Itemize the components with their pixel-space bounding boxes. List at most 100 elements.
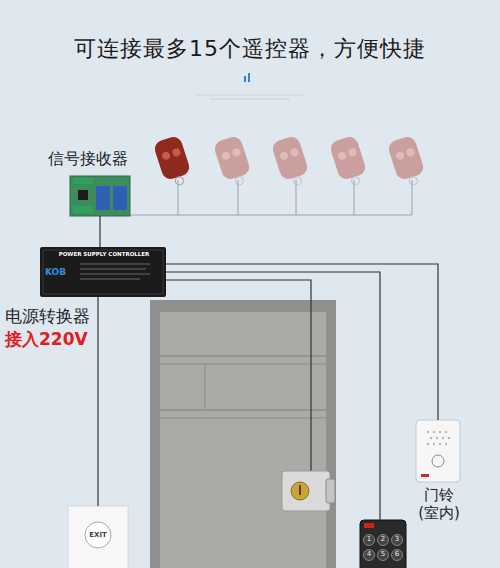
spec-line (80, 279, 140, 280)
door-frame (150, 300, 336, 568)
remote-button (171, 147, 181, 157)
remote-body (153, 135, 192, 182)
key-ring (350, 176, 360, 186)
exit-button: EXIT (68, 506, 128, 568)
remote-button (231, 147, 241, 157)
doorbell-unit (416, 420, 460, 482)
power-controller-box (40, 247, 166, 297)
key-button (378, 550, 389, 561)
key-button (378, 535, 389, 546)
remote-button (221, 151, 231, 161)
controller-bezel (43, 250, 163, 294)
door-groove (205, 364, 206, 410)
key-ring (292, 176, 302, 186)
ornament-bar (248, 73, 250, 82)
key-digit: 2 (378, 535, 388, 543)
remote-control (213, 135, 254, 189)
brand-mark (364, 523, 374, 528)
remote-button (279, 151, 289, 161)
remote-control (153, 135, 194, 189)
ornament-bar (244, 76, 246, 82)
brand-mark (421, 474, 429, 477)
title-ornament (195, 73, 305, 99)
spec-line (80, 269, 146, 270)
speaker-hole (448, 437, 450, 439)
bell-icon (432, 455, 444, 467)
keypad-case (360, 520, 406, 568)
title: 可连接最多15个遥控器，方便快捷 (0, 34, 500, 64)
remote-button (347, 147, 357, 157)
door-groove (160, 355, 326, 357)
lock-wire-path (166, 280, 311, 472)
remote-body (271, 135, 310, 182)
remote-wires (130, 180, 412, 215)
door-leaf (160, 312, 326, 568)
remote-button (337, 151, 347, 161)
wire (99, 216, 100, 247)
key-button (364, 535, 375, 546)
key-button (392, 535, 403, 546)
brand-logo: KOB (45, 267, 75, 278)
lock-latch (326, 479, 335, 503)
exit-plate (68, 506, 128, 568)
remote-control (387, 135, 428, 189)
terminal-block (73, 178, 93, 184)
speaker-holes (427, 431, 450, 445)
access-keypad: 123456 (360, 520, 406, 568)
signal-receiver: 信号接收器 (70, 176, 130, 216)
wire (166, 272, 380, 520)
lock-wire (166, 280, 311, 472)
exit-button-ring (85, 522, 111, 548)
keyhole (299, 485, 301, 495)
key-digit: 3 (392, 535, 402, 543)
door-groove (160, 418, 326, 419)
remote-wire (296, 180, 297, 215)
controller-case (40, 247, 166, 297)
electric-lock (282, 471, 335, 511)
doorbell-label: 门铃 (室内) (412, 486, 466, 522)
remote-body (329, 135, 368, 182)
speaker-hole (433, 431, 435, 433)
speaker-hole (445, 431, 447, 433)
spec-line (80, 274, 150, 275)
receiver-board (70, 176, 130, 216)
key-ring (174, 176, 184, 186)
doorbell: 门铃 (室内) (416, 420, 460, 482)
exit-button-unit (68, 506, 128, 568)
remote-button (161, 151, 171, 161)
wire (97, 297, 98, 506)
door-groove (160, 409, 326, 411)
speaker-hole (445, 443, 447, 445)
remote-wire (178, 180, 179, 215)
spec-line (80, 264, 150, 265)
chip (78, 190, 88, 200)
relay (113, 186, 127, 210)
speaker-hole (436, 437, 438, 439)
remote-wire (412, 180, 413, 215)
doorbell-case (416, 420, 460, 482)
key-ring (408, 176, 418, 186)
bus-wire (130, 215, 412, 216)
speaker-hole (430, 437, 432, 439)
key-button (392, 550, 403, 561)
controller-caption: POWER SUPPLY CONTROLLER (48, 251, 160, 258)
speaker-hole (433, 443, 435, 445)
key-digit: 6 (392, 550, 402, 558)
relay (96, 186, 110, 210)
key-button (364, 550, 375, 561)
pcb (70, 176, 130, 216)
key-digit: 5 (378, 550, 388, 558)
power-controller: 电源转换器接入220VPOWER SUPPLY CONTROLLERKOB (40, 247, 166, 297)
speaker-hole (427, 431, 429, 433)
remote-button (405, 147, 415, 157)
lock-body (282, 471, 330, 511)
remote-button (289, 147, 299, 157)
controller-label: 电源转换器 (5, 306, 135, 326)
ornament-line (195, 95, 305, 96)
speaker-hole (439, 443, 441, 445)
remote-body (213, 135, 252, 182)
